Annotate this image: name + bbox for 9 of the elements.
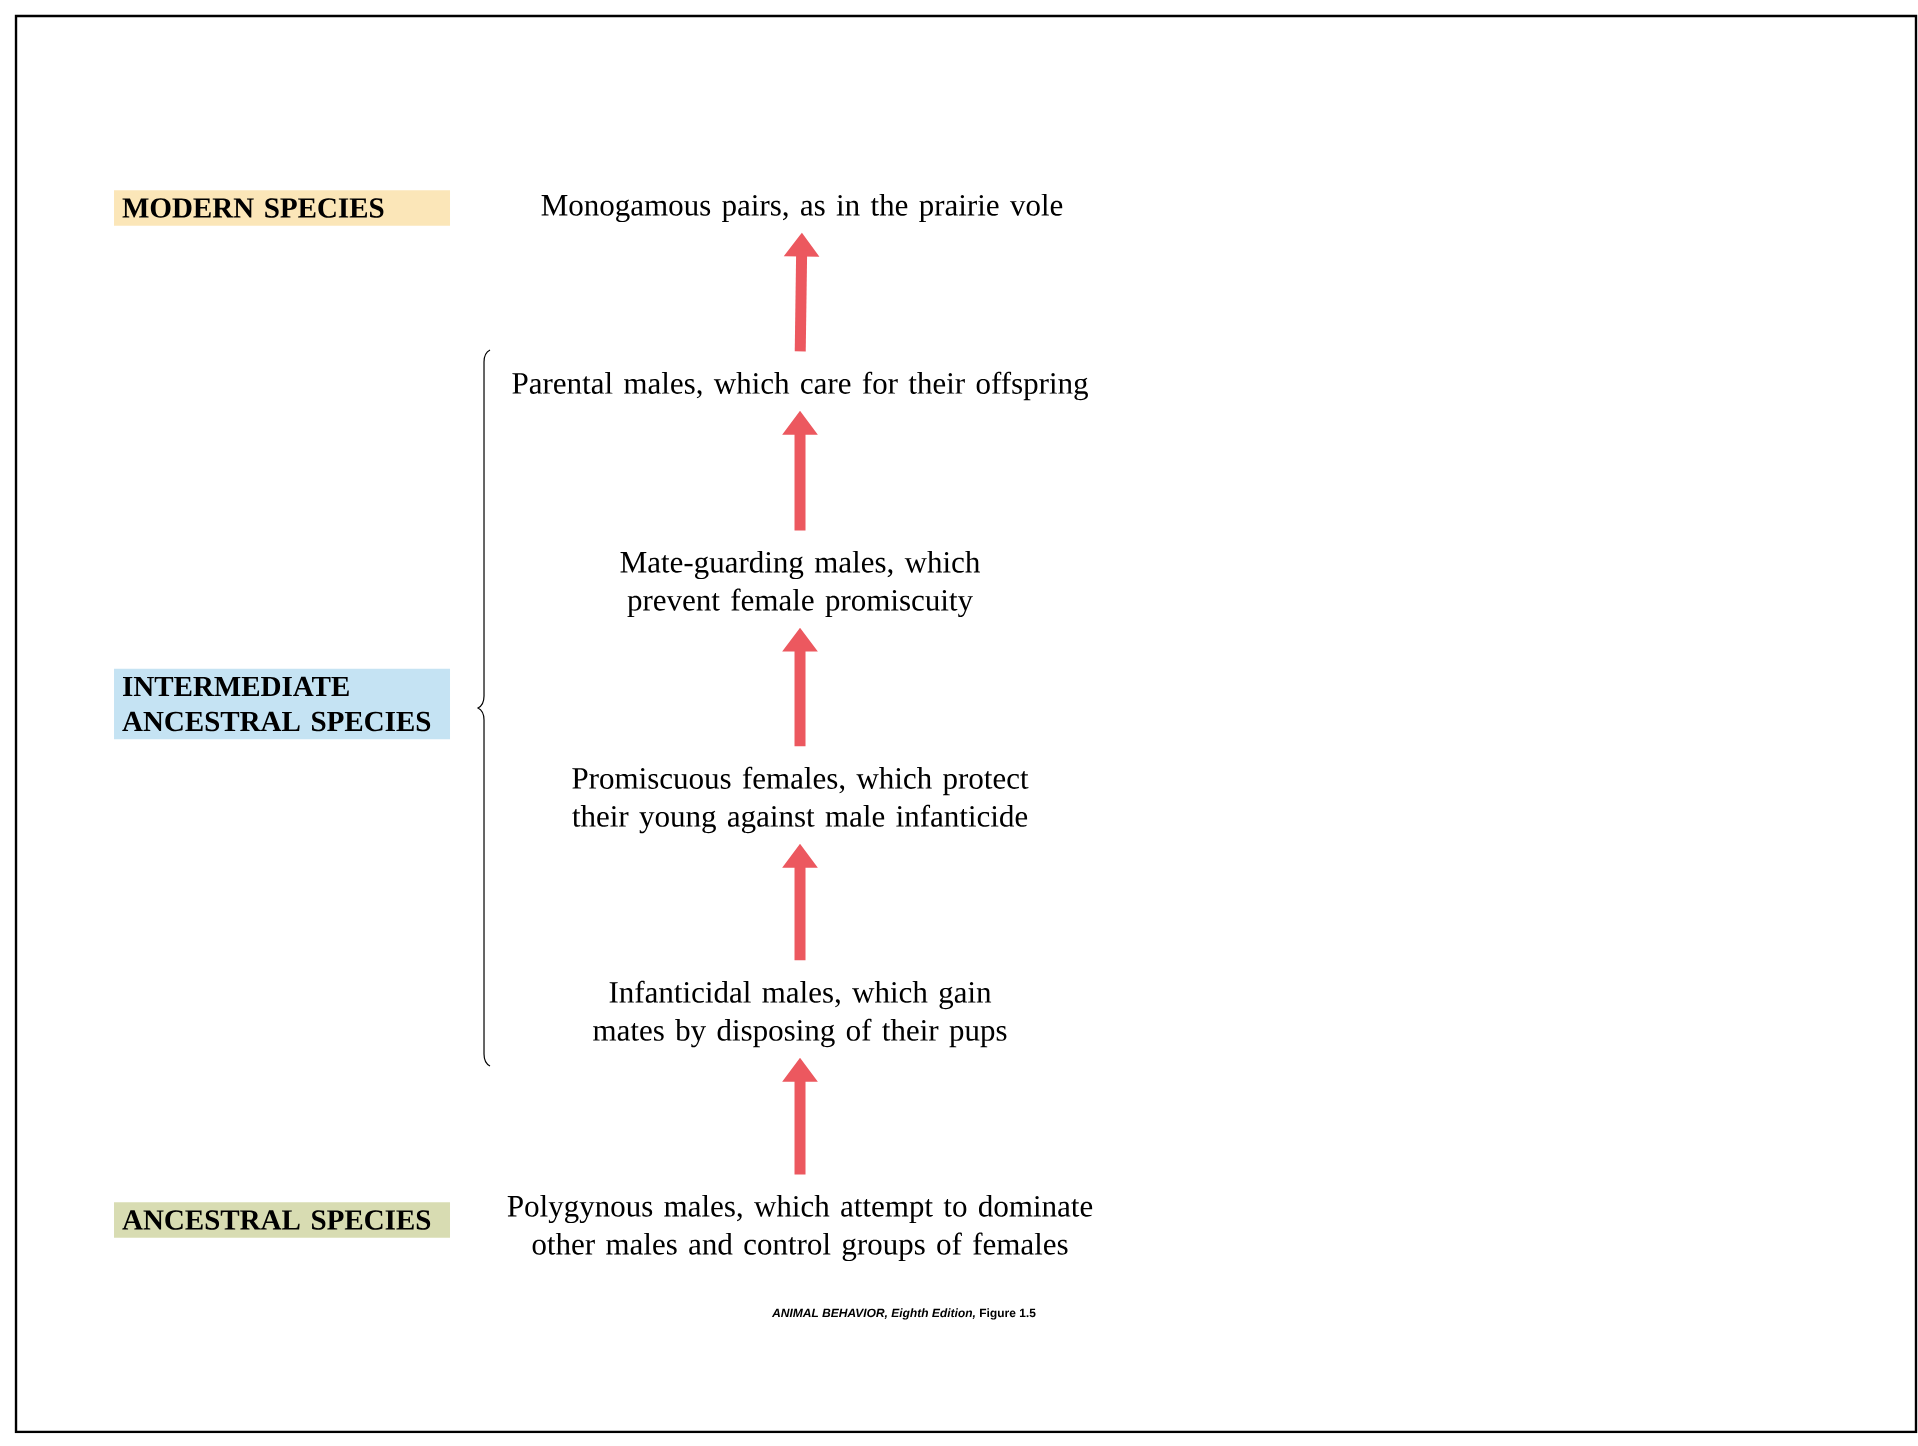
stage-text: Polygynous males, which attempt to dominate other males and control groups of females xyxy=(507,1194,1093,1262)
category-band: MODERN SPECIES xyxy=(114,190,450,226)
stage-text: Mate-guarding males, which prevent female promiscuity xyxy=(620,550,980,618)
category-band: INTERMEDIATE ANCESTRAL SPECIES xyxy=(114,668,450,740)
stage-text: Monogamous pairs, as in the prairie vole xyxy=(541,193,1063,223)
stage-text: Parental males, which care for their offspring xyxy=(512,371,1088,401)
stage-text: Promiscuous females, which protect their young against male infanticide xyxy=(572,766,1029,834)
stage-text: Infanticidal males, which gain mates by disposing of their pups xyxy=(593,980,1007,1048)
category-band: ANCESTRAL SPECIES xyxy=(114,1202,450,1238)
